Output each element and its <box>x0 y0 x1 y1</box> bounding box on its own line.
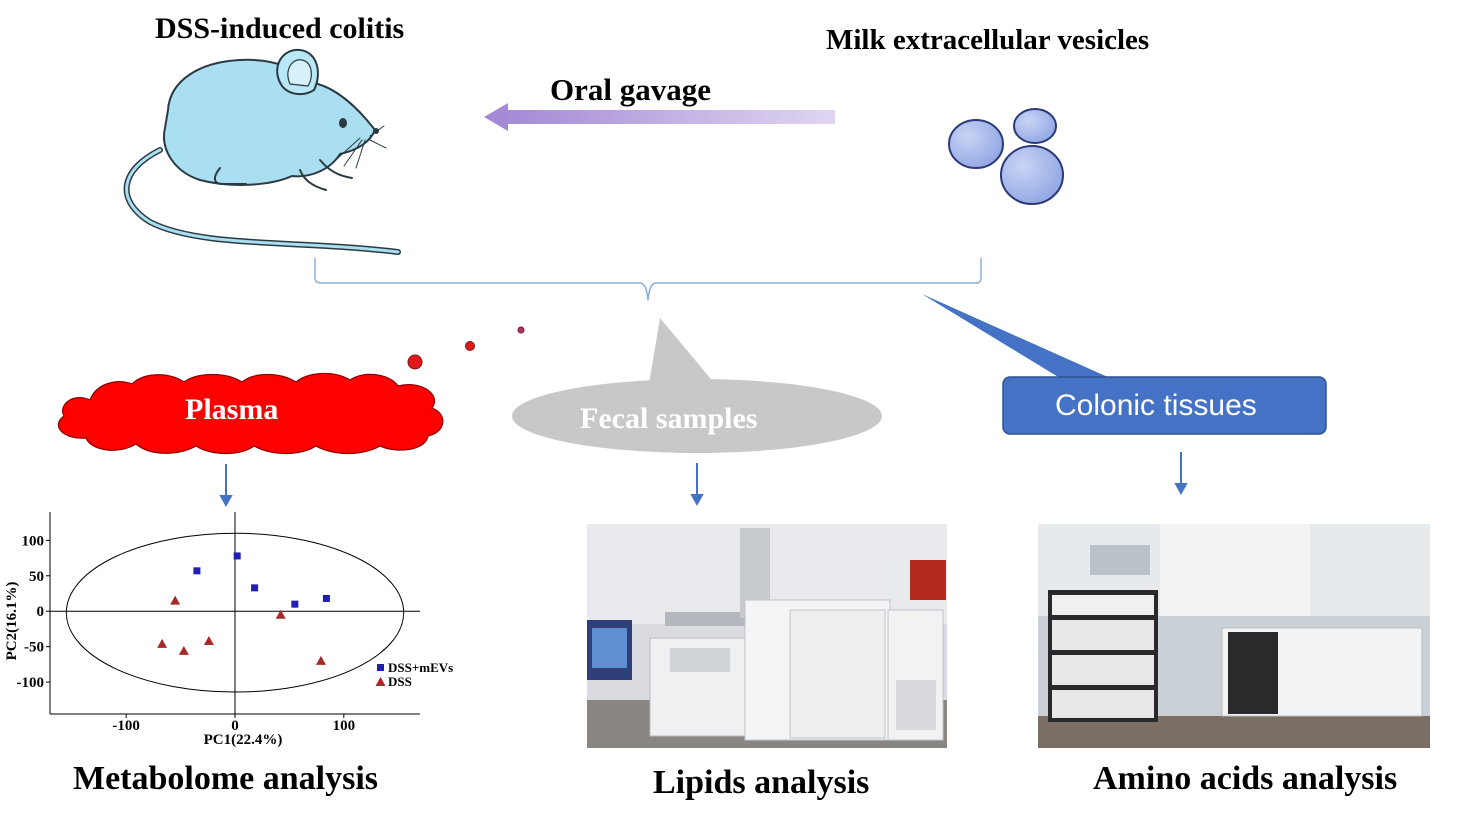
vesicle-icons <box>948 108 1064 205</box>
x-tick-label: 0 <box>231 718 239 734</box>
data-point-dss <box>275 609 286 619</box>
metabolome-title: Metabolome analysis <box>73 760 379 797</box>
gc-instrument-photo <box>587 524 947 748</box>
legend-label: DSS <box>388 674 412 689</box>
data-point-dss <box>157 638 168 648</box>
data-point-dss-mevs <box>193 567 201 575</box>
colitis-title: DSS-induced colitis <box>155 12 405 45</box>
legend-marker-dss-mevs <box>377 664 384 671</box>
down-arrows <box>219 452 1188 508</box>
fecal-bubble <box>512 318 882 453</box>
gavage-arrow <box>484 103 835 131</box>
plasma-label: Plasma <box>185 393 279 426</box>
data-point-dss <box>178 645 189 655</box>
data-point-dss <box>170 595 181 605</box>
oral-gavage-label: Oral gavage <box>550 72 711 107</box>
data-point-dss <box>315 655 326 665</box>
y-tick-label: -100 <box>17 675 45 691</box>
colonic-callout <box>922 294 1327 435</box>
x-axis-label: PC1(22.4%) <box>204 732 283 748</box>
colonic-label: Colonic tissues <box>1055 389 1257 422</box>
data-point-dss-mevs <box>291 600 299 608</box>
x-tick-label: 100 <box>333 718 356 734</box>
amino-title: Amino acids analysis <box>1093 760 1398 797</box>
x-tick-label: -100 <box>112 718 140 734</box>
data-point-dss-mevs <box>251 584 259 592</box>
y-axis-label: PC2(16.1%) <box>4 582 20 661</box>
merge-bracket <box>314 258 982 301</box>
legend-label: DSS+mEVs <box>388 660 453 675</box>
data-point-dss-mevs <box>322 594 330 602</box>
y-tick-label: 0 <box>37 604 45 620</box>
mouse-icon <box>123 48 401 255</box>
fecal-label: Fecal samples <box>580 402 758 435</box>
y-tick-label: 100 <box>22 533 45 549</box>
y-tick-label: -50 <box>24 640 44 656</box>
data-point-dss <box>203 635 214 645</box>
mevs-title: Milk extracellular vesicles <box>826 24 1150 56</box>
data-point-dss-mevs <box>233 552 241 560</box>
confidence-ellipse <box>65 532 405 693</box>
legend-marker-dss <box>375 677 386 686</box>
lipids-title: Lipids analysis <box>653 764 870 801</box>
pca-points <box>157 552 330 665</box>
thought-bubbles <box>407 326 525 370</box>
y-tick-label: 50 <box>29 569 44 585</box>
hplc-instrument-photo <box>1038 524 1430 748</box>
plasma-cloud <box>57 372 444 455</box>
